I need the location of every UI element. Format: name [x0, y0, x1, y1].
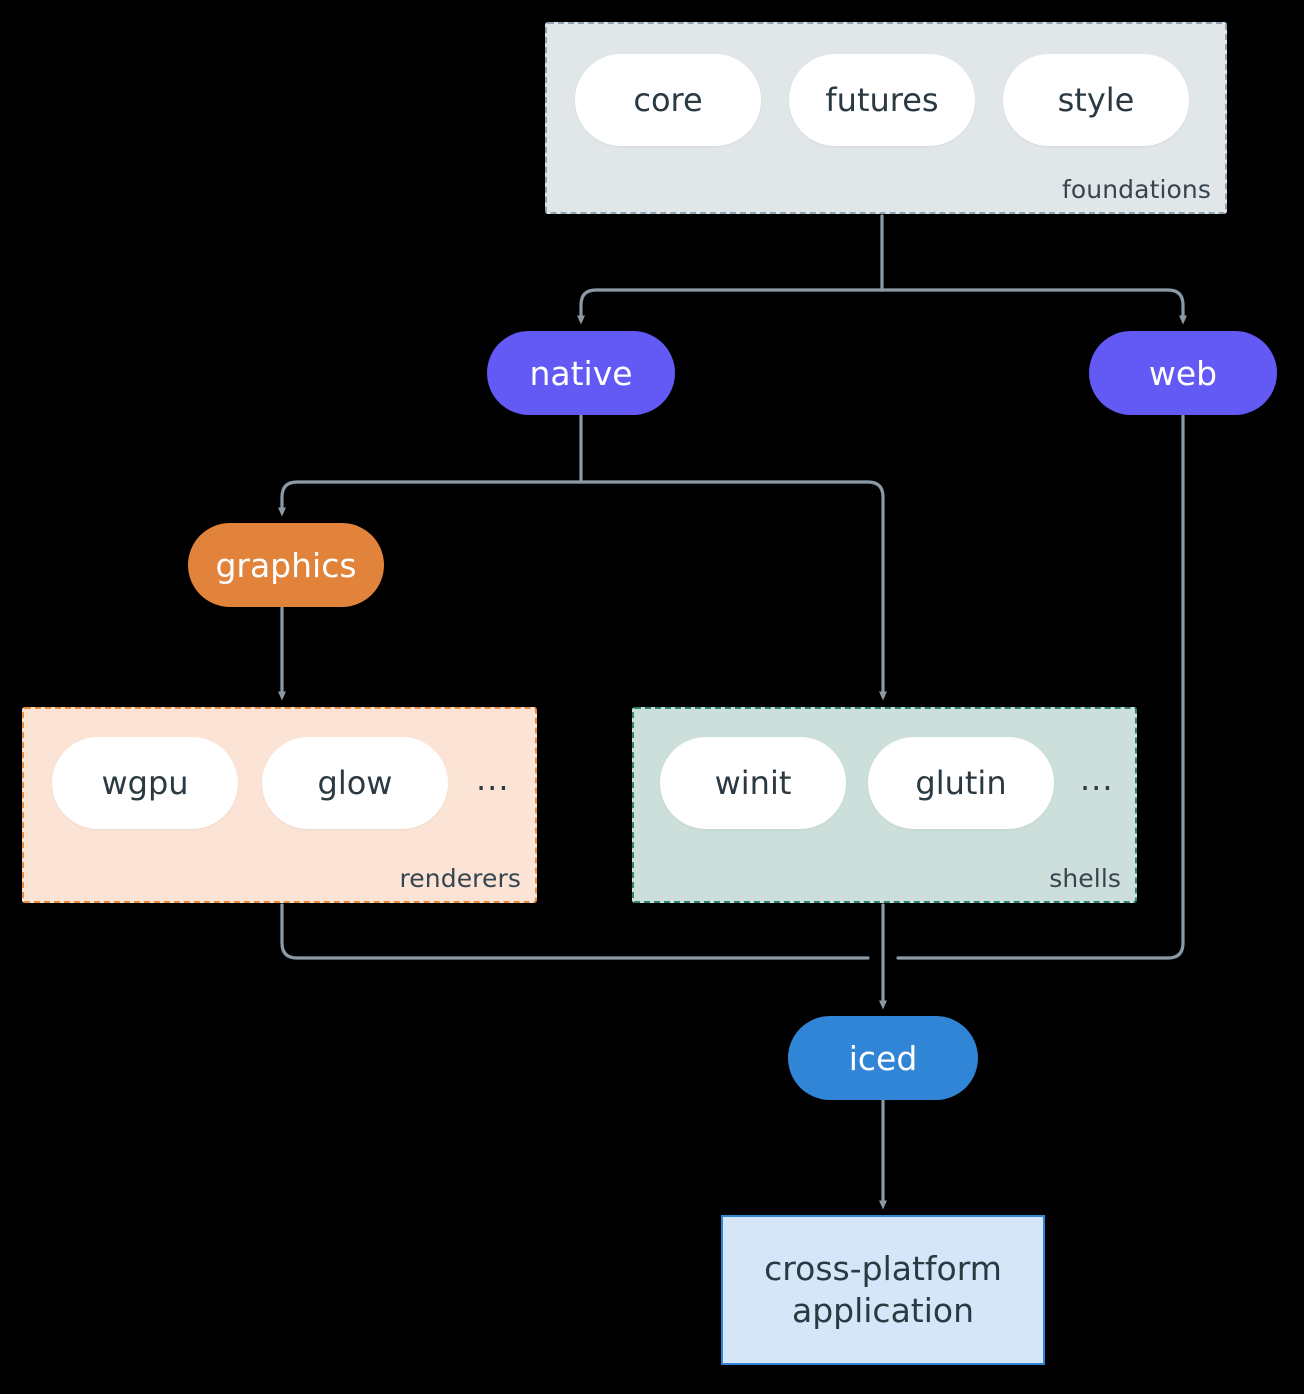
application-line-2: application — [791, 1291, 975, 1330]
chip-glutin[interactable]: glutin — [868, 737, 1054, 829]
group-shells: winit glutin ... shells — [632, 707, 1137, 903]
node-graphics[interactable]: graphics — [188, 523, 384, 607]
edge-renderers-to-iced — [280, 903, 870, 960]
group-foundations: core futures style foundations — [545, 22, 1227, 214]
foundations-chip-row: core futures style — [575, 54, 1189, 146]
chip-winit[interactable]: winit — [660, 737, 846, 829]
chip-futures[interactable]: futures — [789, 54, 975, 146]
node-web[interactable]: web — [1089, 331, 1277, 415]
chip-core[interactable]: core — [575, 54, 761, 146]
node-iced[interactable]: iced — [788, 1016, 978, 1100]
group-label-renderers: renderers — [399, 864, 521, 893]
edge-foundations-to-native — [577, 288, 884, 325]
group-label-shells: shells — [1049, 864, 1121, 893]
shells-chip-row: winit glutin ... — [660, 737, 1114, 829]
edge-foundations-to-web — [880, 288, 1187, 325]
node-cross-platform-application[interactable]: cross-platform application — [721, 1215, 1045, 1365]
node-native[interactable]: native — [487, 331, 675, 415]
renderers-chip-row: wgpu glow ... — [52, 737, 510, 829]
group-renderers: wgpu glow ... renderers — [22, 707, 537, 903]
edge-native-to-shells — [579, 480, 887, 701]
shells-ellipsis: ... — [1080, 760, 1114, 798]
group-label-foundations: foundations — [1062, 175, 1211, 204]
chip-wgpu[interactable]: wgpu — [52, 737, 238, 829]
edge-native-to-graphics — [278, 480, 583, 517]
renderers-ellipsis: ... — [476, 760, 510, 798]
chip-glow[interactable]: glow — [262, 737, 448, 829]
application-line-1: cross-platform — [764, 1248, 1002, 1288]
chip-style[interactable]: style — [1003, 54, 1189, 146]
